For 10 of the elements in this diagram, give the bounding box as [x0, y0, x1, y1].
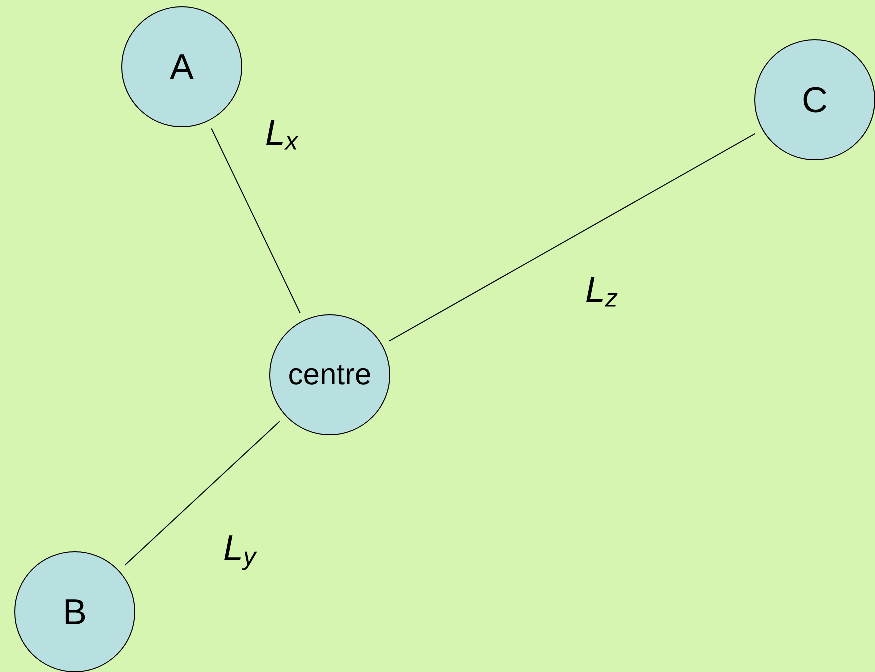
connector-line [211, 128, 301, 314]
circle-node: A [122, 6, 242, 128]
edge-label: L$_{z}$ [586, 277, 618, 307]
edge-label: L$_{y}$ [224, 536, 258, 570]
connector-line [389, 133, 756, 342]
circle-node: C [754, 40, 875, 160]
edge-label: L$_{x}$ [266, 120, 299, 150]
connector-line [124, 421, 280, 566]
circle-node: centre [270, 314, 390, 436]
circle-node: B [14, 552, 136, 672]
